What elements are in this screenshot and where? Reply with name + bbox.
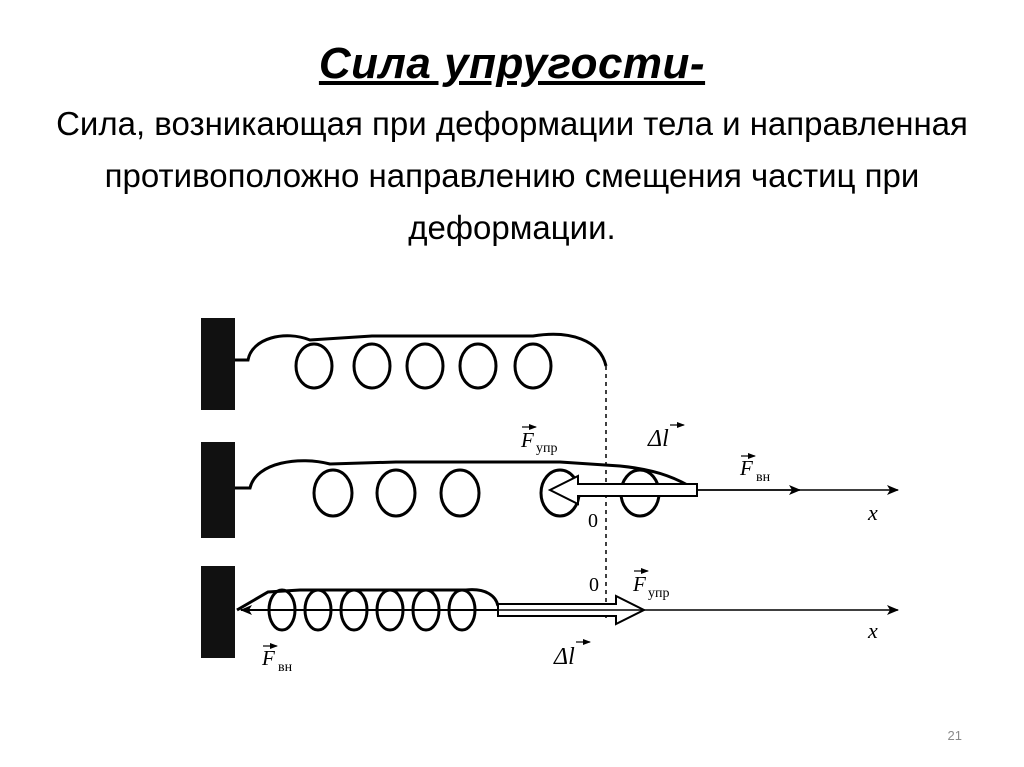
force-elastic-arrow-2 [547,474,698,506]
axis-label-2: x [867,500,878,525]
spring-1 [235,332,608,390]
svg-text:вн: вн [278,660,293,675]
origin-label-2: 0 [588,510,598,532]
wall-2 [201,442,235,538]
origin-label-3: 0 [589,574,599,596]
svg-text:F: F [520,428,534,452]
svg-text:упр: упр [648,586,670,601]
label-f-upr-3: F упр [632,568,670,601]
svg-text:упр: упр [536,441,558,456]
title-block: Сила упругости- Сила, возникающая при де… [40,36,984,254]
wall-1 [201,318,235,410]
svg-text:F: F [739,456,753,480]
svg-text:F: F [632,572,646,596]
label-delta-l-3: Δl [553,639,591,670]
svg-text:Δl: Δl [647,426,669,452]
slide-definition: Сила, возникающая при деформации тела и … [56,105,968,246]
slide-title: Сила упругости- [318,39,706,88]
svg-text:F: F [261,646,275,670]
label-delta-l-2: Δl [647,422,685,452]
wall-3 [201,566,235,658]
label-f-vn-3: F вн [261,643,293,675]
svg-text:вн: вн [756,470,771,485]
label-f-vn-2: F вн [739,453,771,485]
slide-number: 21 [947,728,962,743]
axis-label-3: x [867,618,878,643]
label-f-upr-2: F упр [520,424,558,456]
svg-text:Δl: Δl [553,644,575,670]
